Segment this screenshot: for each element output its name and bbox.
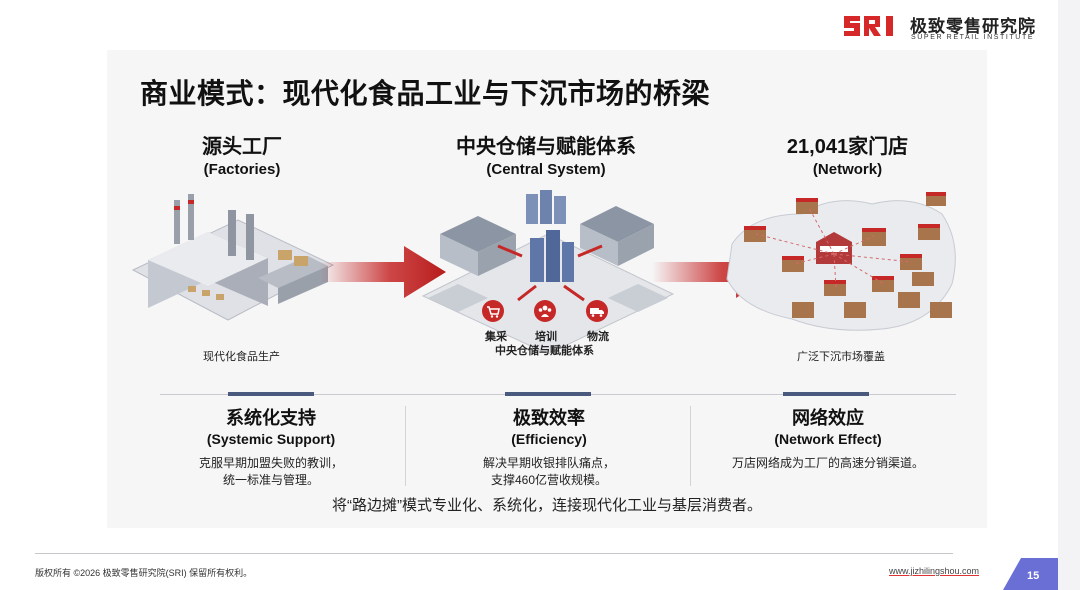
feature-accent-bar xyxy=(228,392,314,396)
website-link[interactable]: www.jizhilingshou.com xyxy=(889,566,980,576)
page-number: 15 xyxy=(1027,570,1040,582)
feature-title-en: (Systemic Support) xyxy=(206,431,336,447)
feature-title-cn: 网络效应 xyxy=(792,408,864,428)
feature-separator xyxy=(690,406,691,486)
column-title-central-system: 中央仓储与赋能体系 (Central System) xyxy=(436,130,656,178)
column-title-cn: 源头工厂 xyxy=(202,136,282,158)
feature-description: 解决早期收银排队痛点， 支撑460亿营收规模。 xyxy=(434,455,664,489)
page-badge-shape xyxy=(1003,558,1058,590)
slide-title: 商业模式：现代化食品工业与下沉市场的桥梁 xyxy=(140,78,711,109)
feature-title-en: (Efficiency) xyxy=(511,431,587,447)
warehouse-hub-illustration xyxy=(421,190,675,355)
summary-statement: 将“路边摊”模式专业化、系统化，连接现代化工业与基层消费者。 xyxy=(332,497,762,514)
feature-desc-line: 解决早期收银排队痛点， xyxy=(482,456,615,470)
features-section: 系统化支持 (Systemic Support) 克服早期加盟失败的教训， 统一… xyxy=(160,392,956,492)
feature-desc-line: 统一标准与管理。 xyxy=(222,473,319,487)
sri-logo-mark xyxy=(844,16,893,36)
page-number-badge: 15 xyxy=(1003,558,1058,590)
footer-divider xyxy=(35,553,953,554)
column-title-en: (Factories) xyxy=(203,161,281,178)
icon-label-training: 培训 xyxy=(535,331,557,343)
feature-accent-bar xyxy=(505,392,591,396)
column-title-network: 21,041家门店 (Network) xyxy=(760,130,935,178)
feature-separator xyxy=(405,406,406,486)
column-title-cn: 21,041家门店 xyxy=(786,136,909,158)
page-edge-strip xyxy=(1058,0,1080,590)
arrow-factory-to-hub-icon xyxy=(320,246,446,298)
feature-title-cn: 极致效率 xyxy=(513,408,585,428)
feature-description: 万店网络成为工厂的高速分销渠道。 xyxy=(712,455,944,472)
factory-illustration xyxy=(131,194,335,321)
sri-logo: 极致零售研究院 SUPER RETAIL INSTITUTE xyxy=(842,8,1042,44)
feature-accent-bar xyxy=(783,392,869,396)
column-title-en: (Central System) xyxy=(486,161,606,178)
feature-systemic-support: 系统化支持 (Systemic Support) 克服早期加盟失败的教训， 统一… xyxy=(160,404,382,489)
logo-name-cn: 极致零售研究院 xyxy=(910,17,1036,36)
column-title-factories: 源头工厂 (Factories) xyxy=(192,130,292,178)
cart-icon xyxy=(482,300,504,322)
feature-title-cn: 系统化支持 xyxy=(226,408,316,428)
feature-title-en: (Network Effect) xyxy=(774,431,882,447)
logo-name-en: SUPER RETAIL INSTITUTE xyxy=(911,34,1035,41)
feature-description: 克服早期加盟失败的教训， 统一标准与管理。 xyxy=(160,455,382,489)
feature-efficiency: 极致效率 (Efficiency) 解决早期收银排队痛点， 支撑460亿营收规模… xyxy=(434,404,664,489)
column-title-en: (Network) xyxy=(812,161,883,178)
column-title-cn: 中央仓储与赋能体系 xyxy=(456,136,636,158)
copyright-text: 版权所有 ©2026 极致零售研究院(SRI) 保留所有权利。 xyxy=(35,568,253,578)
feature-network-effect: 网络效应 (Network Effect) 万店网络成为工厂的高速分销渠道。 xyxy=(712,404,944,472)
feature-desc-line: 克服早期加盟失败的教训， xyxy=(198,456,343,470)
feature-desc-line: 支撑460亿营收规模。 xyxy=(490,473,608,487)
factory-caption: 现代化食品生产 xyxy=(203,351,280,363)
icon-label-logistics: 物流 xyxy=(587,331,609,343)
store-map-illustration xyxy=(726,192,956,331)
network-caption: 广泛下沉市场覆盖 xyxy=(797,351,885,363)
people-icon xyxy=(534,300,556,322)
icon-label-procurement: 集采 xyxy=(485,331,507,343)
feature-desc-line: 万店网络成为工厂的高速分销渠道。 xyxy=(731,456,924,470)
hub-caption: 中央仓储与赋能体系 xyxy=(495,345,594,357)
truck-icon xyxy=(586,300,608,322)
